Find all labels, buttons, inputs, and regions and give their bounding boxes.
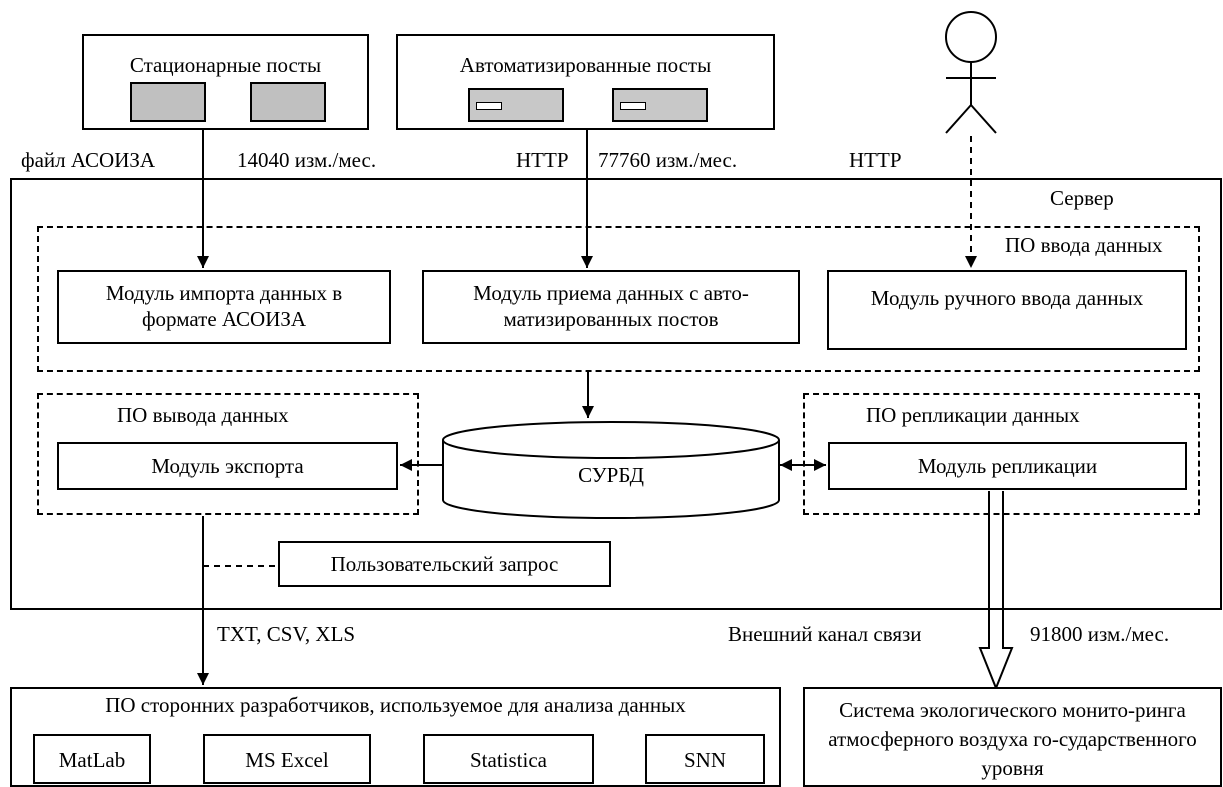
user-query-box: Пользовательский запрос bbox=[278, 541, 611, 587]
replication-module-box: Модуль репликации bbox=[828, 442, 1187, 490]
database-cylinder bbox=[442, 421, 780, 519]
automated-rate-label: 77760 изм./мес. bbox=[598, 148, 738, 172]
automated-post-device-icon bbox=[468, 88, 564, 122]
tool-ms-excel-label: MS Excel bbox=[245, 748, 329, 772]
external-rate-label: 91800 изм./мес. bbox=[1030, 622, 1170, 646]
import-module-label: Модуль импорта данных в формате АСОИЗА bbox=[105, 281, 343, 331]
input-software-group bbox=[37, 226, 1200, 372]
http-user-label: HTTP bbox=[849, 148, 902, 172]
stationary-posts-title: Стационарные посты bbox=[129, 53, 322, 77]
stationary-rate-label: 14040 изм./мес. bbox=[237, 148, 377, 172]
stationary-posts-box: Стационарные посты bbox=[82, 34, 369, 130]
replication-software-group bbox=[803, 393, 1200, 515]
export-module-label: Модуль экспорта bbox=[151, 454, 304, 478]
third-party-software-box: ПО сторонних разработчиков, используемое… bbox=[10, 687, 781, 787]
server-frame bbox=[10, 178, 1222, 610]
http-automated-label: HTTP bbox=[516, 148, 569, 172]
replication-software-title: ПО репликации данных bbox=[866, 403, 1080, 427]
receive-module-box: Модуль приема данных с авто-матизированн… bbox=[422, 270, 800, 344]
tool-snn-label: SNN bbox=[683, 748, 726, 772]
tool-ms-excel: MS Excel bbox=[203, 734, 371, 784]
output-formats-label: TXT, CSV, XLS bbox=[217, 622, 356, 646]
output-software-title: ПО вывода данных bbox=[117, 403, 289, 427]
database-label: СУРБД bbox=[578, 463, 644, 487]
replication-module-label: Модуль репликации bbox=[917, 454, 1098, 478]
asoiza-file-label: файл АСОИЗА bbox=[21, 148, 156, 172]
stationary-post-icon bbox=[250, 82, 326, 122]
input-software-title: ПО ввода данных bbox=[1005, 233, 1163, 257]
import-module-box: Модуль импорта данных в формате АСОИЗА bbox=[57, 270, 391, 344]
state-monitoring-system-box: Система экологического монито-ринга атмо… bbox=[803, 687, 1222, 787]
output-software-group bbox=[37, 393, 419, 515]
automated-posts-title: Автоматизированные посты bbox=[459, 53, 712, 77]
tool-statistica: Statistica bbox=[423, 734, 594, 784]
automated-post-device-icon bbox=[612, 88, 708, 122]
external-channel-label: Внешний канал связи bbox=[728, 622, 922, 646]
third-party-software-title: ПО сторонних разработчиков, используемое… bbox=[105, 693, 686, 717]
tool-snn: SNN bbox=[645, 734, 765, 784]
server-title: Сервер bbox=[1050, 186, 1114, 210]
tool-statistica-label: Statistica bbox=[470, 748, 547, 772]
state-monitoring-system-label: Система экологического монито-ринга атмо… bbox=[828, 698, 1197, 780]
automated-posts-box: Автоматизированные посты bbox=[396, 34, 775, 130]
manual-module-label: Модуль ручного ввода данных bbox=[870, 286, 1144, 310]
export-module-box: Модуль экспорта bbox=[57, 442, 398, 490]
manual-module-box: Модуль ручного ввода данных bbox=[827, 270, 1187, 350]
user-query-label: Пользовательский запрос bbox=[330, 552, 559, 576]
receive-module-label: Модуль приема данных с авто-матизированн… bbox=[473, 281, 749, 331]
tool-matlab: MatLab bbox=[33, 734, 151, 784]
stationary-post-icon bbox=[130, 82, 206, 122]
tool-matlab-label: MatLab bbox=[58, 748, 126, 772]
user-figure-icon bbox=[945, 11, 997, 134]
